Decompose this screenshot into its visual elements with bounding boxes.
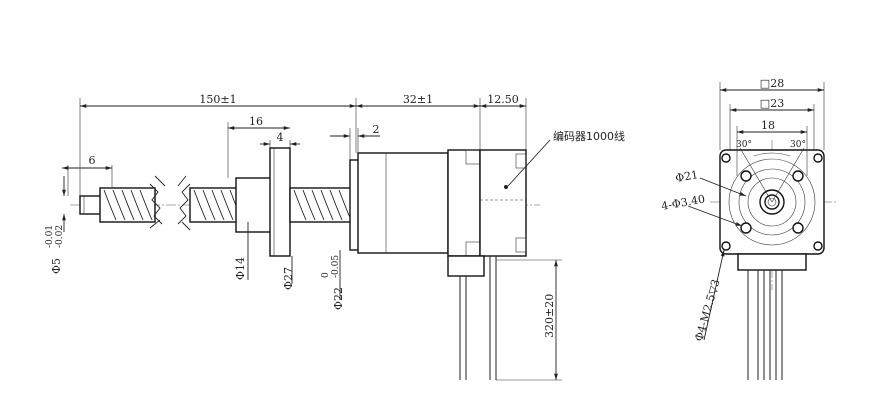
flange-nut bbox=[235, 147, 353, 257]
thread-length-dim: 16 bbox=[249, 115, 263, 128]
pilot-length-dim: 2 bbox=[373, 123, 380, 136]
pilot-tol-upper: 0 bbox=[321, 272, 331, 278]
motor-body bbox=[357, 149, 481, 257]
front-view: 150±1 32±1 12.50 16 4 2 6 编码器1000线 Φ5 -0… bbox=[45, 93, 625, 381]
body-outline bbox=[728, 158, 816, 246]
dimension-lines bbox=[62, 104, 558, 380]
nut-diameter-dim: Φ14 bbox=[234, 257, 247, 280]
outer-square-dim: □28 bbox=[760, 77, 784, 90]
shaft-diameter-dim: Φ5 bbox=[50, 258, 63, 274]
shaft-tol-lower: -0.02 bbox=[55, 225, 65, 248]
shaft-tol-upper: -0.01 bbox=[45, 225, 55, 248]
encoder-length-dim: 12.50 bbox=[487, 93, 519, 106]
total-length-dim: 150±1 bbox=[199, 93, 236, 106]
encoder-body bbox=[479, 149, 527, 257]
mount-holes-dim: Φ4-M2.5▽3 bbox=[692, 278, 722, 343]
tip-length-dim: 6 bbox=[89, 154, 96, 167]
motor-length-dim: 32±1 bbox=[403, 93, 433, 106]
hole-span-dim: 18 bbox=[761, 119, 775, 132]
hole-circle bbox=[738, 168, 806, 236]
pilot-diameter-dim: Φ22 bbox=[332, 287, 345, 310]
shaft-tip bbox=[79, 195, 103, 215]
cable-wires bbox=[447, 255, 497, 380]
flange-diameter-dim: Φ27 bbox=[282, 267, 295, 290]
corner-mount-holes bbox=[721, 153, 823, 251]
hole-circle-dim: Φ21 bbox=[674, 168, 699, 185]
encoder-label: 编码器1000线 bbox=[553, 129, 625, 143]
lead-screw-left bbox=[99, 175, 166, 229]
side-view: □28 □23 18 30° 30° Φ21 4-Φ3.40 Φ4-M2.5▽3 bbox=[660, 77, 836, 380]
inner-square-dim: □23 bbox=[760, 97, 784, 110]
angle-right-label: 30° bbox=[790, 140, 806, 150]
angle-left-label: 30° bbox=[736, 140, 752, 150]
lead-screw-middle bbox=[177, 175, 243, 231]
cable-length-dim: 320±20 bbox=[543, 294, 556, 338]
flange-thickness-dim: 4 bbox=[277, 131, 284, 144]
pilot-tol-lower: -0.05 bbox=[331, 255, 341, 278]
side-cable bbox=[737, 253, 807, 380]
body-holes bbox=[740, 170, 804, 234]
